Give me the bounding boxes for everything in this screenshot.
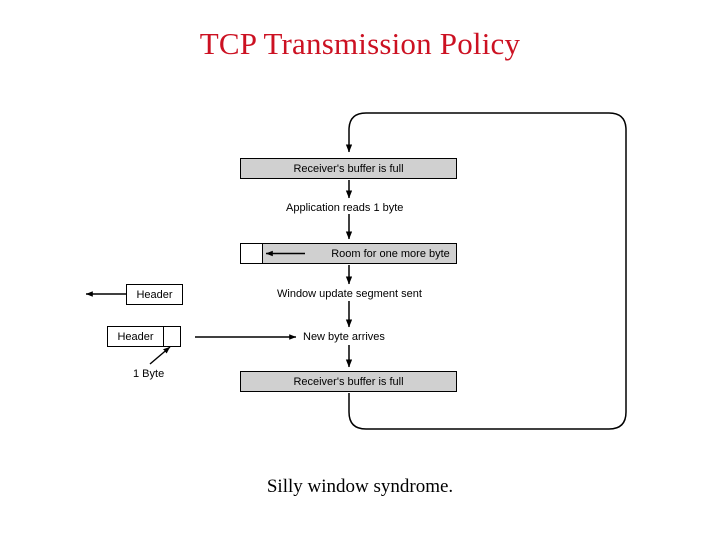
buffer-bar-full-top-label: Receiver's buffer is full — [293, 162, 404, 175]
packet-header-window-update: Header — [126, 284, 183, 305]
figure-caption: Silly window syndrome. — [266, 476, 454, 497]
packet-data-byte-cell — [163, 326, 181, 347]
step-window-update-segment-sent: Window update segment sent — [277, 288, 422, 300]
buffer-bar-full-top: Receiver's buffer is full — [240, 158, 457, 179]
buffer-bar-full-bottom: Receiver's buffer is full — [240, 371, 457, 392]
step-new-byte-arrives: New byte arrives — [303, 331, 385, 343]
free-byte-cell — [240, 243, 263, 264]
packet-header-data: Header — [107, 326, 164, 347]
buffer-bar-room-for-one-byte: Room for one more byte — [240, 243, 457, 264]
one-byte-annotation-label: 1 Byte — [133, 368, 165, 380]
step-application-reads-1-byte: Application reads 1 byte — [286, 202, 404, 214]
one-byte-pointer-arrow — [149, 346, 171, 365]
buffer-bar-room-label: Room for one more byte — [331, 247, 450, 260]
page-title: TCP Transmission Policy — [199, 26, 521, 61]
buffer-bar-full-bottom-label: Receiver's buffer is full — [293, 375, 404, 388]
